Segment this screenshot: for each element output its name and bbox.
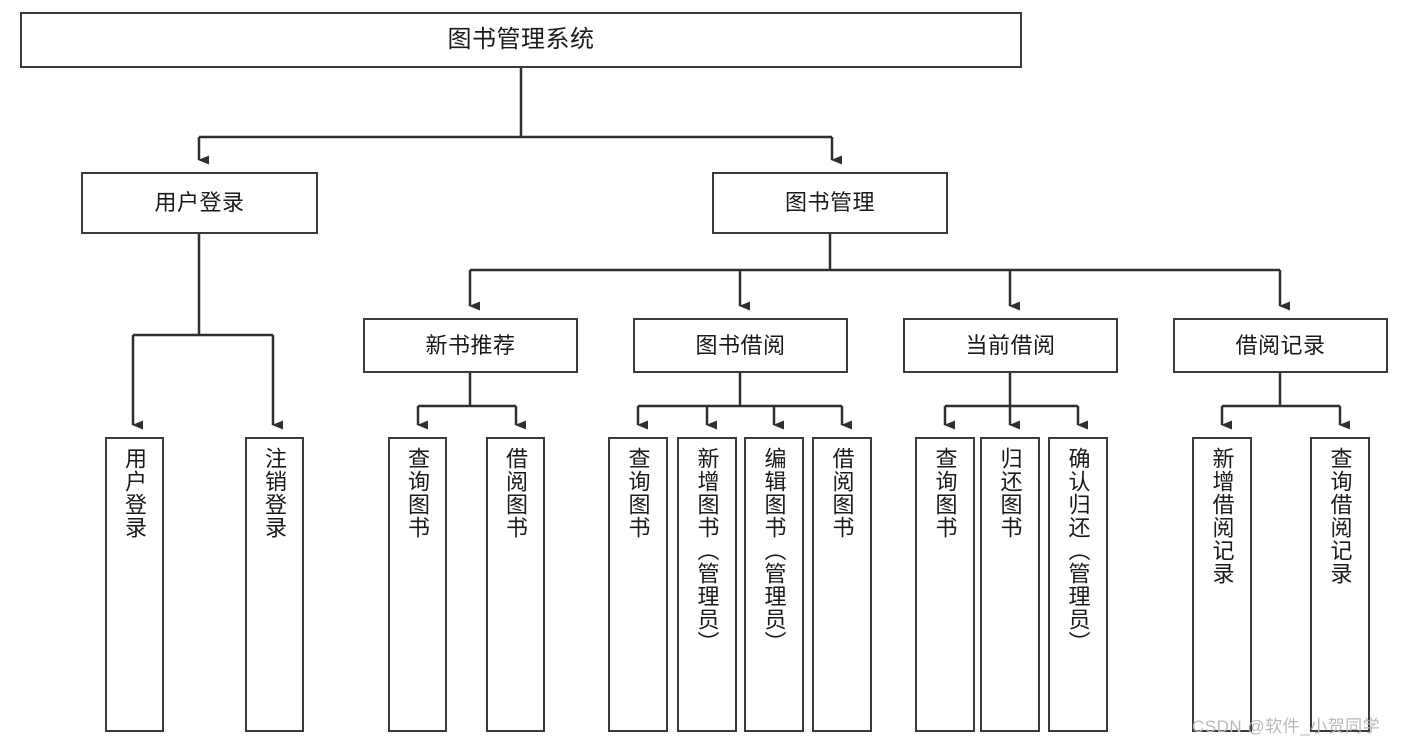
leaf-borrow-record-add[interactable]: 新增借阅记录 xyxy=(1192,437,1252,732)
leaf-new-book-borrow[interactable]: 借阅图书 xyxy=(486,437,545,732)
leaf-current-borrow-query[interactable]: 查询图书 xyxy=(915,437,975,732)
node-borrow-record[interactable]: 借阅记录 xyxy=(1173,318,1388,373)
leaf-current-borrow-confirm-return[interactable]: 确认归还（管理员） xyxy=(1048,437,1108,732)
node-label: 确认归还（管理员） xyxy=(1065,447,1091,654)
node-new-book-recommend[interactable]: 新书推荐 xyxy=(363,318,578,373)
node-label: 用户登录 xyxy=(122,447,148,539)
node-label: 用户登录 xyxy=(154,190,245,216)
node-label: 图书借阅 xyxy=(695,332,786,358)
node-book-borrow[interactable]: 图书借阅 xyxy=(633,318,848,373)
node-label: 新增图书（管理员） xyxy=(694,447,720,654)
node-label: 借阅图书 xyxy=(503,447,529,539)
node-label: 注销登录 xyxy=(262,447,288,539)
leaf-book-borrow-edit[interactable]: 编辑图书（管理员） xyxy=(744,437,804,732)
leaf-user-login-logout[interactable]: 注销登录 xyxy=(245,437,304,732)
node-user-login[interactable]: 用户登录 xyxy=(81,172,318,234)
node-label: 查询图书 xyxy=(405,447,431,539)
leaf-book-borrow-add[interactable]: 新增图书（管理员） xyxy=(677,437,737,732)
leaf-borrow-record-query[interactable]: 查询借阅记录 xyxy=(1310,437,1370,732)
node-book-management[interactable]: 图书管理 xyxy=(712,172,948,234)
node-label: 借阅图书 xyxy=(829,447,855,539)
node-label: 新书推荐 xyxy=(425,332,516,358)
leaf-user-login-login[interactable]: 用户登录 xyxy=(105,437,164,732)
node-label: 图书管理 xyxy=(784,190,875,216)
node-current-borrow[interactable]: 当前借阅 xyxy=(903,318,1118,373)
node-label: 当前借阅 xyxy=(965,332,1056,358)
node-label: 编辑图书（管理员） xyxy=(761,447,787,654)
node-label: 归还图书 xyxy=(997,447,1023,539)
node-label: 图书管理系统 xyxy=(447,26,595,54)
leaf-current-borrow-return[interactable]: 归还图书 xyxy=(980,437,1040,732)
node-label: 查询借阅记录 xyxy=(1327,447,1353,585)
leaf-new-book-query[interactable]: 查询图书 xyxy=(388,437,447,732)
node-label: 查询图书 xyxy=(625,447,651,539)
leaf-book-borrow-borrow[interactable]: 借阅图书 xyxy=(812,437,872,732)
node-root-system[interactable]: 图书管理系统 xyxy=(20,12,1022,68)
node-label: 查询图书 xyxy=(932,447,958,539)
node-label: 新增借阅记录 xyxy=(1209,447,1235,585)
node-label: 借阅记录 xyxy=(1235,332,1326,358)
leaf-book-borrow-query[interactable]: 查询图书 xyxy=(608,437,668,732)
